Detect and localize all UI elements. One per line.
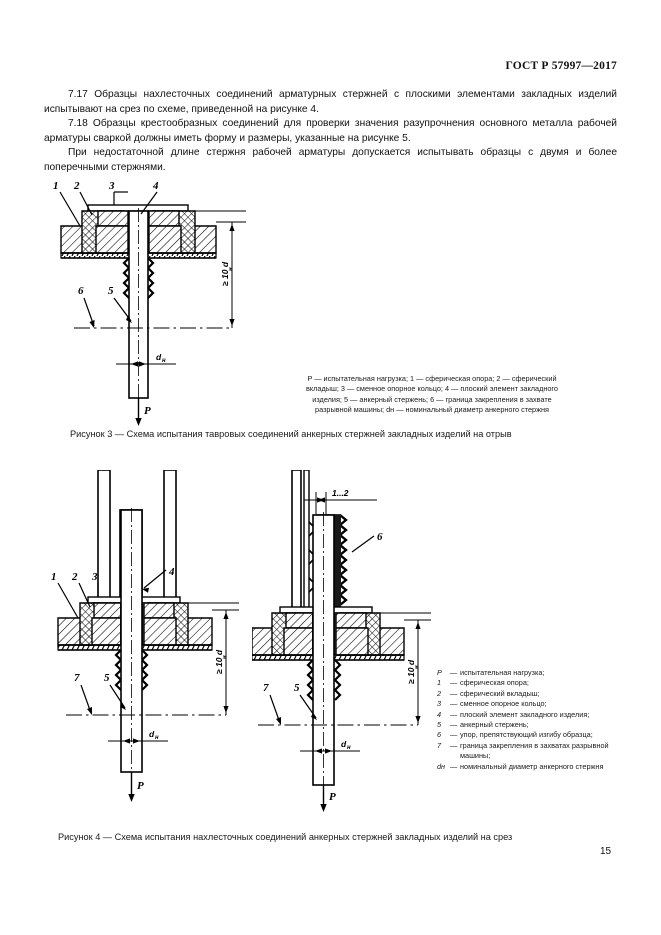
figure4-legend-separator: — bbox=[450, 761, 458, 771]
figure-4-caption: Рисунок 4 — Схема испытания нахлесточных… bbox=[58, 832, 513, 842]
figure4-legend-text: сменное опорное кольцо; bbox=[460, 699, 547, 709]
figure4-legend-separator: — bbox=[450, 699, 458, 709]
figure3-callout-4: 4 bbox=[152, 180, 159, 192]
figure4-legend-key: 1 bbox=[437, 678, 442, 688]
figure-3-caption: Рисунок 3 — Схема испытания тавровых сое… bbox=[70, 429, 512, 439]
figure3-callout-1: 1 bbox=[53, 180, 59, 192]
figure4-right-callout-7: 7 bbox=[263, 682, 269, 694]
figure3-height-dimension: ≥ 10 d bbox=[220, 261, 230, 286]
figure4-right-gap-dimension: 1...2 bbox=[332, 488, 349, 498]
figure4-legend-text: сферический вкладыш; bbox=[460, 688, 540, 698]
figure-4-left-diagram: ≥ 10 d н d н P 1 2 3 4 7 5 bbox=[36, 470, 251, 825]
figure4-legend-separator: — bbox=[450, 740, 458, 750]
figure3-load-label: P bbox=[144, 405, 151, 417]
figure4-legend-text: упор, препятствующий изгибу образца; bbox=[460, 730, 593, 740]
figure4-left-callout-4: 4 bbox=[168, 566, 175, 578]
figure4-legend-text: анкерный стержень; bbox=[460, 720, 529, 730]
figure4-legend-item: 3 —сменное опорное кольцо; bbox=[437, 699, 617, 709]
figure4-right-diameter-dimension: d bbox=[341, 739, 347, 749]
figure4-left-height-dimension: ≥ 10 d bbox=[214, 649, 224, 674]
figure4-legend-separator: — bbox=[450, 709, 458, 719]
figure3-callout-6: 6 bbox=[78, 285, 84, 297]
svg-text:н: н bbox=[229, 267, 235, 271]
figure4-legend-item: 6 —упор, препятствующий изгибу образца; bbox=[437, 730, 617, 740]
figure4-legend-key: 2 bbox=[437, 688, 442, 698]
svg-text:н: н bbox=[162, 358, 166, 364]
figure4-legend-key: 4 bbox=[437, 709, 442, 719]
figure3-legend-line-1: P — испытательная нагрузка; 1 — сферичес… bbox=[307, 374, 557, 383]
figure4-left-callout-2: 2 bbox=[71, 571, 78, 583]
figure3-callout-3: 3 bbox=[108, 180, 115, 192]
svg-text:н: н bbox=[415, 665, 421, 669]
figure3-callout-5: 5 bbox=[108, 285, 114, 297]
figure4-left-callout-5: 5 bbox=[104, 672, 110, 684]
paragraph-7-18: 7.18 Образцы крестообразных соединений д… bbox=[44, 118, 617, 144]
figure-4-right-diagram: 1...2 ≥ 10 d н d н P 6 bbox=[252, 470, 437, 825]
figure4-legend-separator: — bbox=[450, 720, 458, 730]
figure4-legend-item: 5 —анкерный стержень; bbox=[437, 720, 617, 730]
figure4-left-callout-7: 7 bbox=[74, 672, 80, 684]
figure-3-diagram: ≥ 10 d н d н P 1 2 3 4 6 5 bbox=[36, 178, 266, 428]
figure4-legend-item: 2 —сферический вкладыш; bbox=[437, 689, 617, 699]
figure4-legend-key: 7 bbox=[437, 740, 442, 750]
figure3-legend-line-4: разрывной машины; dн — номинальный диаме… bbox=[315, 405, 549, 415]
figure4-legend-separator: — bbox=[450, 668, 458, 677]
svg-text:н: н bbox=[223, 655, 229, 659]
figure4-legend-separator: — bbox=[450, 678, 458, 688]
figure4-legend-separator: — bbox=[450, 688, 458, 698]
figure4-legend-item: 4 —плоский элемент закладного изделия; bbox=[437, 710, 617, 720]
figure4-legend-text: плоский элемент закладного изделия; bbox=[460, 709, 590, 719]
figure-3-legend: P — испытательная нагрузка; 1 — сферичес… bbox=[262, 374, 602, 416]
figure4-right-load-label: P bbox=[329, 791, 336, 803]
standard-header: ГОСТ Р 57997—2017 bbox=[505, 60, 617, 72]
figure4-right-height-dimension: ≥ 10 d bbox=[406, 659, 416, 684]
figure4-legend-text: сферическая опора; bbox=[460, 678, 529, 688]
figure4-left-callout-1: 1 bbox=[51, 571, 57, 583]
paragraph-7-17: 7.17 Образцы нахлесточных соединений арм… bbox=[44, 89, 617, 115]
figure4-legend-item: dн —номинальный диаметр анкерного стержня bbox=[437, 762, 617, 772]
figure4-legend-item: 1 —сферическая опора; bbox=[437, 678, 617, 688]
figure3-legend-line-2: вкладыш; 3 — сменное опорное кольцо; 4 —… bbox=[306, 384, 558, 394]
figure4-legend-key: 3 bbox=[437, 699, 442, 709]
figure3-legend-line-3: изделия; 5 — анкерный стержень; 6 — гран… bbox=[312, 394, 552, 404]
body-text-block: 7.17 Образцы нахлесточных соединений арм… bbox=[44, 88, 617, 176]
figure4-legend-key: P bbox=[437, 668, 442, 677]
svg-text:н: н bbox=[155, 735, 159, 741]
figure4-legend-key: dн bbox=[437, 761, 446, 771]
figure4-right-callout-5: 5 bbox=[294, 682, 300, 694]
figure4-left-callout-3: 3 bbox=[91, 571, 98, 583]
figure4-legend-key: 6 bbox=[437, 730, 442, 740]
figure-4-legend: P—испытательная нагрузка;1—сферическая о… bbox=[437, 668, 617, 772]
figure4-left-diameter-dimension: d bbox=[149, 729, 155, 739]
figure3-callout-2: 2 bbox=[73, 180, 80, 192]
figure4-legend-key: 5 bbox=[437, 720, 442, 730]
page-number: 15 bbox=[600, 846, 612, 857]
figure4-legend-separator: — bbox=[450, 730, 458, 740]
figure4-legend-item: 7 —граница закрепления в захватах разрывн… bbox=[437, 741, 617, 762]
figure4-legend-item: P —испытательная нагрузка; bbox=[437, 668, 617, 678]
figure3-diameter-dimension: d bbox=[156, 352, 162, 362]
svg-text:н: н bbox=[347, 745, 351, 751]
figure4-legend-text: граница закрепления в захватах разрывной… bbox=[460, 740, 609, 761]
figure4-right-callout-6: 6 bbox=[377, 531, 383, 543]
figure4-legend-text: испытательная нагрузка; bbox=[460, 668, 545, 677]
paragraph-note: При недостаточной длине стержня рабочей … bbox=[44, 147, 617, 173]
figure4-left-load-label: P bbox=[137, 780, 144, 792]
figure4-legend-text: номинальный диаметр анкерного стержня bbox=[460, 761, 604, 771]
